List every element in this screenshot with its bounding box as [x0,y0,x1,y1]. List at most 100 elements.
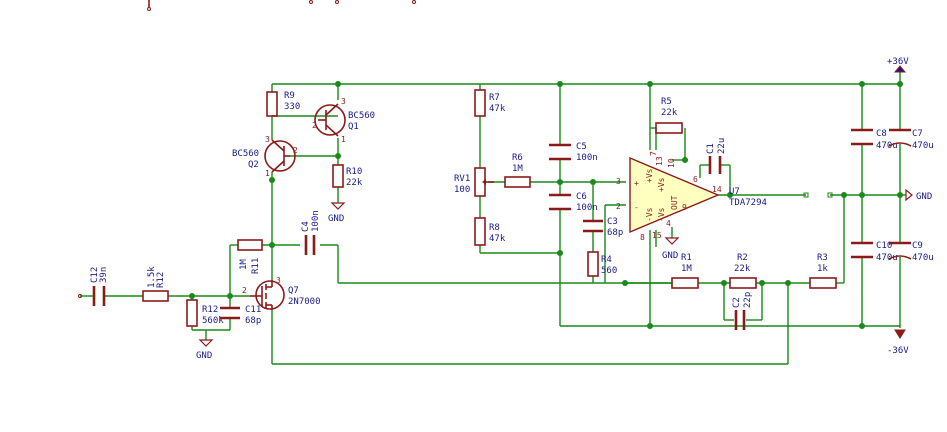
capacitor-c11: C11 68p [220,305,261,326]
c8-value: 470u [876,141,898,151]
r6-ref: R6 [512,153,523,163]
c3-value: 68p [607,228,623,238]
c6-value: 100n [576,203,598,213]
c9-ref: C9 [912,241,923,251]
capacitor-c1: C1 22u [706,138,727,174]
u7-plus: + [634,179,639,188]
c4-value: 100n [311,210,321,232]
resistor-r10: R10 22k GND [328,164,363,224]
r3-ref: R3 [817,253,828,263]
c5-value: 100n [576,153,598,163]
rv1-ref: RV1 [454,174,470,184]
wires [80,70,906,365]
c5-ref: C5 [576,142,587,152]
u7-vs-pos: +Vs [645,168,654,183]
c1-ref: C1 [706,143,716,154]
q1-emitter-pin: 3 [341,97,346,106]
q2-value: BC560 [232,149,259,159]
u7-vs-pos2: +Vs [657,177,666,192]
q1-collector-pin: 1 [341,135,346,144]
resistor-r2: R2 22k [729,253,757,289]
q1-value: BC560 [348,111,375,121]
r9-value: 330 [284,102,300,112]
u7-pin10: 10 [667,158,676,168]
q7-drain-pin: 3 [276,276,281,285]
power-symbol-gnd: GND [905,188,932,202]
capacitor-c3: C3 68p [583,217,623,238]
u7-out-text: OUT [670,195,679,210]
amplifier-u7: 3 2 + - +Vs +Vs -Vs -Vs OUT 7 13 10 6 14… [616,151,767,261]
power-symbol-neg: -36V [887,329,909,356]
gnd-symbol-input: GND [196,339,214,361]
r5-value: 22k [661,108,678,118]
r2-ref: R2 [737,253,748,263]
c1-value: 22u [717,138,727,154]
q2-emitter-pin: 3 [265,135,270,144]
c7-ref: C7 [912,129,923,139]
c10-ref: C10 [876,241,892,251]
u7-pin15: 15 [652,231,662,240]
gnd-label-input: GND [196,351,212,361]
c4-ref: C4 [301,221,311,232]
capacitor-c7: C7 470u [888,128,934,151]
capacitor-c9: C9 470u [888,241,934,263]
r12-shunt-ref: R12 [202,305,218,315]
capacitor-c8: C8 470u [851,128,898,151]
u7-pin3: 3 [616,177,621,186]
r12-shunt-value: 560k [202,316,224,326]
u7-pin7: 7 [649,151,658,156]
capacitor-c4: C4 100n [301,210,321,255]
r1-ref: R1 [681,253,692,263]
c8-ref: C8 [876,129,887,139]
r8-value: 47k [489,234,506,244]
r4-ref: R4 [601,255,612,265]
resistor-r6: R6 1M [504,153,531,188]
r12-series-ref: R12 [156,272,166,288]
c10-value: 470u [876,253,898,263]
q7-value: 2N7000 [288,297,321,307]
pos-rail-label: +36V [887,57,909,67]
power-symbol-pos: +36V [887,57,909,73]
r10-value: 22k [346,178,363,188]
r10-ref: R10 [346,167,362,177]
u7-value: TDA7294 [729,198,767,208]
u7-ref: U7 [729,187,740,197]
gnd-label-q1: GND [328,214,344,224]
q7-gate-pin: 2 [242,286,247,295]
r12-series-value: 1.5k [147,266,157,288]
transistor-q1: 2 3 1 BC560 Q1 [312,97,375,144]
u7-minus: - [634,203,639,212]
resistor-r12-series: 1.5k R12 [142,266,169,302]
potentiometer-rv1: RV1 100 [454,167,494,197]
c2-ref: C2 [732,297,742,308]
resistor-r5: R5 22k [655,97,683,134]
output-net-gap [803,192,833,198]
resistor-r7: R7 47k [474,89,506,117]
capacitor-c5: C5 100n [549,142,598,163]
c2-value: 22p [743,292,753,308]
transistor-q2: 2 3 1 BC560 Q2 [232,135,298,178]
c12-value: 39n [99,267,109,283]
r6-value: 1M [512,164,523,174]
c12-ref: C12 [90,267,100,283]
resistor-r4: R4 560 [587,251,617,277]
u7-pin6: 6 [693,175,698,184]
gnd-label-u7: GND [662,251,678,261]
r7-ref: R7 [489,93,500,103]
r4-value: 560 [601,266,617,276]
resistor-r12-shunt: R12 560k [186,299,224,327]
u7-vs-neg2: -Vs [657,207,666,222]
q7-ref: Q7 [288,286,299,296]
rv1-value: 100 [454,185,470,195]
r9-ref: R9 [284,91,295,101]
r1-value: 1M [681,264,692,274]
r3-value: 1k [817,264,828,274]
u7-vs-neg: -Vs [645,207,654,222]
q2-base-pin: 2 [293,146,298,155]
q1-ref: Q1 [348,122,359,132]
u7-pin8: 8 [640,233,645,242]
r5-ref: R5 [661,97,672,107]
capacitor-c6: C6 100n [549,192,598,213]
q2-ref: Q2 [248,160,259,170]
